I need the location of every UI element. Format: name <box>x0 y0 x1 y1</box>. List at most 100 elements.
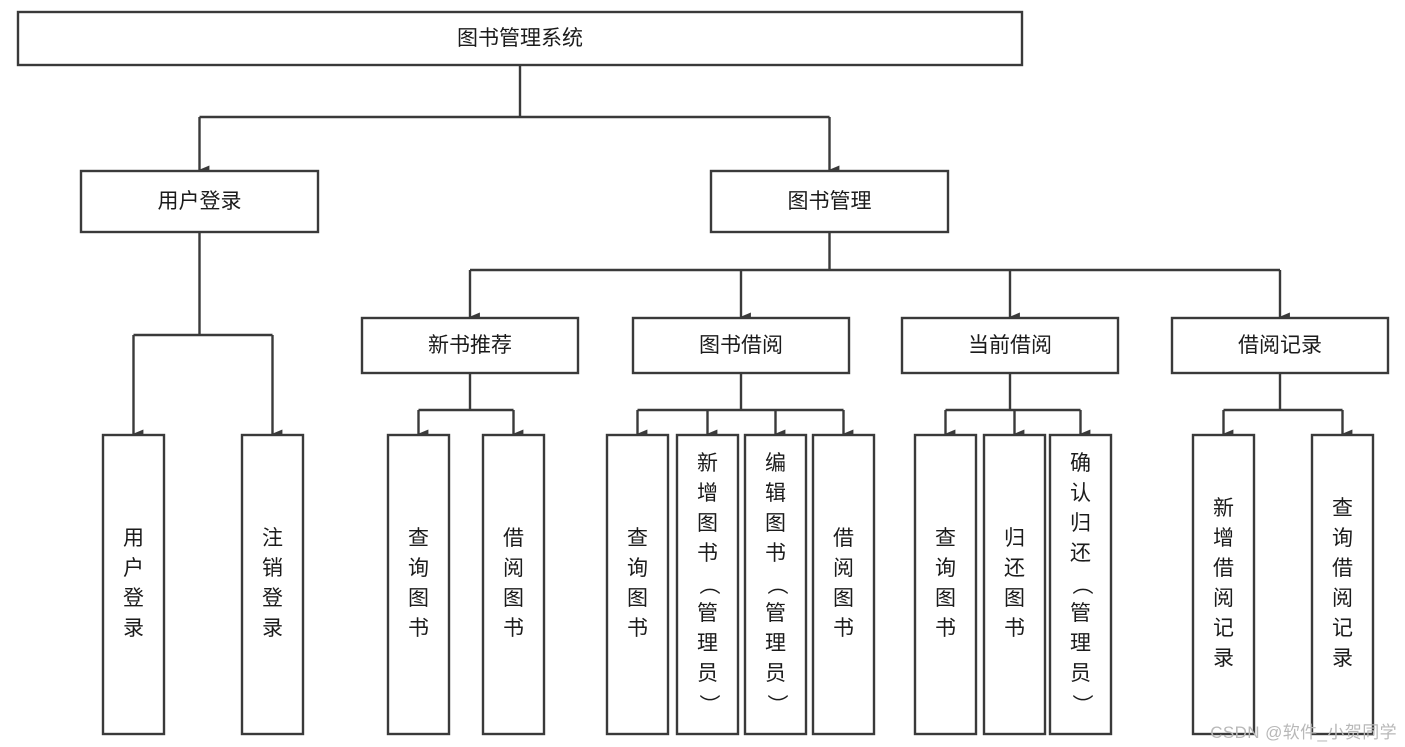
svg-text:录: 录 <box>262 617 283 640</box>
svg-text:（: （ <box>1070 574 1093 595</box>
csdn-watermark: CSDN @软件_小贺同学 <box>1210 723 1397 742</box>
svg-text:查: 查 <box>1332 497 1353 520</box>
level3-node[interactable]: 图书借阅 <box>631 316 851 375</box>
svg-text:书: 书 <box>1004 617 1025 640</box>
svg-text:阅: 阅 <box>1332 587 1353 610</box>
svg-text:录: 录 <box>123 617 144 640</box>
leaf-node-rect <box>1310 433 1375 736</box>
svg-text:记: 记 <box>1213 617 1234 640</box>
svg-text:图: 图 <box>935 587 956 610</box>
svg-text:管: 管 <box>697 602 718 625</box>
level2-node[interactable]: 用户登录 <box>79 169 320 234</box>
svg-text:书: 书 <box>627 617 648 640</box>
svg-text:图: 图 <box>408 587 429 610</box>
leaf-node-rect <box>1191 433 1256 736</box>
svg-text:员: 员 <box>765 662 786 685</box>
leaf-node-rect <box>101 433 166 736</box>
svg-text:书: 书 <box>503 617 524 640</box>
svg-text:）: ） <box>697 694 720 715</box>
svg-text:还: 还 <box>1070 542 1091 565</box>
svg-text:员: 员 <box>1070 662 1091 685</box>
svg-text:书: 书 <box>935 617 956 640</box>
svg-text:理: 理 <box>1070 632 1091 655</box>
svg-text:户: 户 <box>123 557 144 580</box>
leaf-node-rect <box>481 433 546 736</box>
svg-text:书: 书 <box>697 542 718 565</box>
svg-text:归: 归 <box>1004 527 1025 550</box>
level3-node-rect <box>900 316 1120 375</box>
level3-node-rect <box>631 316 851 375</box>
level3-node-label: 借阅记录 <box>1238 334 1322 357</box>
leaf-node-rect <box>913 433 978 736</box>
svg-text:销: 销 <box>262 557 283 580</box>
level2-node[interactable]: 图书管理 <box>709 169 950 234</box>
svg-text:查: 查 <box>627 527 648 550</box>
svg-text:图: 图 <box>503 587 524 610</box>
svg-text:录: 录 <box>1332 647 1353 670</box>
leaf-node-rect <box>240 433 305 736</box>
svg-text:阅: 阅 <box>833 557 854 580</box>
level3-node-label: 图书借阅 <box>699 334 783 357</box>
level2-node-rect <box>79 169 320 234</box>
svg-text:（: （ <box>697 574 720 595</box>
level3-node[interactable]: 新书推荐 <box>360 316 580 375</box>
root-node-rect <box>16 10 1024 67</box>
svg-text:管: 管 <box>1070 602 1091 625</box>
leaf-node-rect <box>811 433 876 736</box>
svg-text:注: 注 <box>262 527 283 550</box>
svg-text:查: 查 <box>408 527 429 550</box>
leaf-node-rect <box>386 433 451 736</box>
level2-node-label: 图书管理 <box>788 190 872 213</box>
svg-text:书: 书 <box>408 617 429 640</box>
leaf-node[interactable]: 用户登录 <box>101 433 166 736</box>
svg-text:理: 理 <box>765 632 786 655</box>
leaf-node-rect <box>605 433 670 736</box>
svg-text:借: 借 <box>833 527 854 550</box>
root-node[interactable]: 图书管理系统 <box>16 10 1024 67</box>
svg-text:查: 查 <box>935 527 956 550</box>
svg-text:）: ） <box>1070 694 1093 715</box>
svg-text:（: （ <box>765 574 788 595</box>
svg-text:询: 询 <box>627 557 648 580</box>
level2-node-rect <box>709 169 950 234</box>
svg-text:图: 图 <box>697 512 718 535</box>
svg-text:借: 借 <box>503 527 524 550</box>
level3-node[interactable]: 借阅记录 <box>1170 316 1390 375</box>
svg-text:确: 确 <box>1070 452 1091 475</box>
svg-text:用: 用 <box>123 527 144 550</box>
svg-text:管: 管 <box>765 602 786 625</box>
svg-text:录: 录 <box>1213 647 1234 670</box>
svg-text:阅: 阅 <box>1213 587 1234 610</box>
svg-text:员: 员 <box>697 662 718 685</box>
svg-text:阅: 阅 <box>503 557 524 580</box>
level3-node[interactable]: 当前借阅 <box>900 316 1120 375</box>
svg-text:图: 图 <box>765 512 786 535</box>
svg-text:书: 书 <box>833 617 854 640</box>
level3-node-label: 当前借阅 <box>968 334 1052 357</box>
svg-text:还: 还 <box>1004 557 1025 580</box>
leaf-node-rect <box>982 433 1047 736</box>
svg-text:认: 认 <box>1070 482 1091 505</box>
